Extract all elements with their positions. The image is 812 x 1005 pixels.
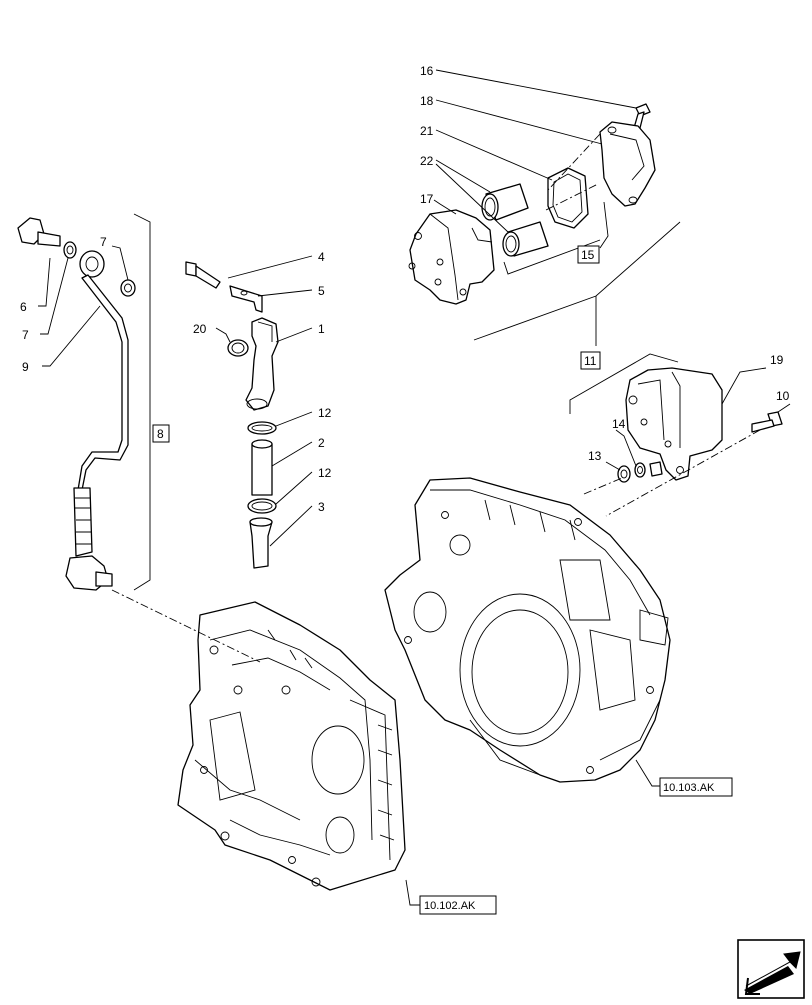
callout-4: 4 — [318, 250, 325, 264]
callout-10: 10 — [776, 389, 790, 403]
callout-18: 18 — [420, 94, 434, 108]
callout-13: 13 — [588, 449, 602, 463]
front-cover-housing — [177, 601, 406, 891]
flywheel-housing — [384, 477, 671, 783]
callout-17: 17 — [420, 192, 434, 206]
hose-parts — [185, 261, 279, 569]
callout-12-lower: 12 — [318, 466, 332, 480]
callout-7-left: 7 — [22, 328, 29, 342]
callout-14: 14 — [612, 417, 626, 431]
callout-3: 3 — [318, 500, 325, 514]
reference-boxes: 10.102.AK 10.103.AK — [419, 777, 733, 915]
callout-5: 5 — [318, 284, 325, 298]
callout-11: 11 — [584, 354, 597, 368]
leader-lines — [38, 69, 791, 906]
callout-22: 22 — [420, 154, 434, 168]
callout-9: 9 — [22, 360, 29, 374]
callout-6: 6 — [20, 300, 27, 314]
callout-7-right: 7 — [100, 235, 107, 249]
callout-labels: 6 7 9 7 8 4 5 1 20 12 2 12 3 16 18 21 22… — [20, 64, 790, 514]
reference-front-cover: 10.102.AK — [424, 900, 476, 912]
assembly-lines — [111, 133, 761, 663]
callout-8: 8 — [157, 427, 164, 441]
next-page-arrow-icon[interactable] — [737, 939, 805, 999]
callout-16: 16 — [420, 64, 434, 78]
callout-15: 15 — [581, 248, 595, 262]
reference-flywheel-housing: 10.103.AK — [663, 782, 715, 794]
callout-19: 19 — [770, 353, 784, 367]
callout-12-upper: 12 — [318, 406, 332, 420]
callout-20: 20 — [193, 322, 207, 336]
filter-head-group — [408, 103, 656, 305]
callout-1: 1 — [318, 322, 325, 336]
callout-21: 21 — [420, 124, 434, 138]
filter-head-assembly — [617, 367, 783, 483]
callout-2: 2 — [318, 436, 325, 450]
oil-pipe-assembly — [17, 217, 136, 591]
